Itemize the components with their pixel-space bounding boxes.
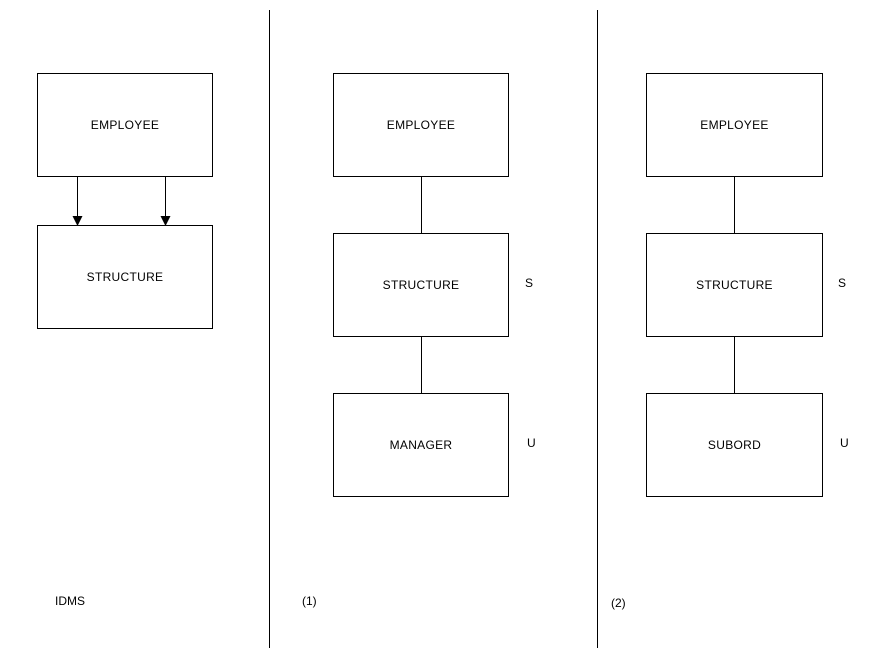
view1-employee-label: EMPLOYEE: [386, 118, 456, 132]
view2-employee-label: EMPLOYEE: [700, 118, 769, 132]
view2-caption: (2): [611, 596, 626, 610]
idms-structure-box: STRUCTURE: [37, 225, 213, 329]
view2-subord-box: SUBORD: [646, 393, 823, 497]
idms-structure-label: STRUCTURE: [86, 270, 164, 284]
idms-caption: IDMS: [55, 594, 85, 608]
idms-employee-box: EMPLOYEE: [37, 73, 213, 177]
view1-manager-label: MANAGER: [389, 438, 453, 452]
view2-structure-label: STRUCTURE: [696, 278, 773, 292]
view2-subord-side-label: U: [840, 436, 849, 450]
view1-manager-box: MANAGER: [333, 393, 509, 497]
view2-structure-box: STRUCTURE: [646, 233, 823, 337]
idms-employee-label: EMPLOYEE: [90, 118, 160, 132]
view2-employee-box: EMPLOYEE: [646, 73, 823, 177]
view2-structure-side-label: S: [838, 276, 847, 290]
view2-subord-label: SUBORD: [707, 438, 762, 452]
view1-structure-label: STRUCTURE: [382, 278, 460, 292]
view1-structure-box: STRUCTURE: [333, 233, 509, 337]
view1-manager-side-label: U: [527, 436, 536, 450]
view1-structure-side-label: S: [525, 276, 534, 290]
view1-employee-box: EMPLOYEE: [333, 73, 509, 177]
view1-caption: (1): [302, 594, 317, 608]
